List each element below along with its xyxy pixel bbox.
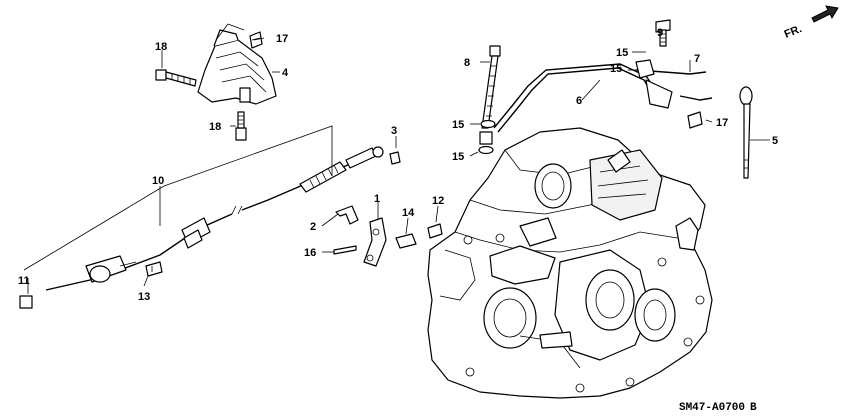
diagram-code-suffix: B — [750, 402, 757, 414]
shift-cable-10 — [19, 146, 384, 309]
callout-18-lower: 18 — [209, 121, 221, 133]
callout-9: 9 — [657, 27, 663, 39]
callout-5: 5 — [772, 135, 778, 147]
callout-2: 2 — [310, 221, 316, 233]
callout-11: 11 — [18, 275, 30, 287]
bolt-18-lower — [235, 111, 247, 141]
callout-17-right: 17 — [716, 117, 728, 129]
callout-15-pipe: 15 — [610, 63, 622, 75]
bolt-9 — [655, 19, 671, 47]
bracket-14 — [395, 233, 417, 249]
pin-16 — [333, 245, 357, 255]
callout-17-top: 17 — [276, 33, 288, 45]
cable-bracket-4 — [197, 29, 277, 105]
transmission-case — [427, 127, 713, 399]
diagram-code-text: SM47-A0700 — [679, 402, 745, 414]
lever-1 — [363, 217, 387, 267]
callout-13: 13 — [138, 291, 150, 303]
bolt-8 — [481, 45, 501, 129]
bolt-18-upper — [155, 69, 197, 87]
callout-10: 10 — [152, 175, 164, 187]
callout-12: 12 — [432, 195, 444, 207]
callout-15-low: 15 — [452, 151, 464, 163]
callout-16: 16 — [304, 247, 316, 259]
callout-18-upper: 18 — [155, 41, 167, 53]
callout-15-mid: 15 — [452, 119, 464, 131]
washers-15 — [478, 119, 496, 155]
bolt-17-right — [687, 111, 703, 129]
callout-6: 6 — [576, 95, 582, 107]
bolt-12 — [427, 223, 443, 239]
dipstick-5 — [739, 86, 753, 179]
hose-7 — [635, 59, 713, 101]
leader-lines — [23, 23, 770, 294]
callout-15-top: 15 — [616, 47, 628, 59]
diagram-code: SM47-A0700 B — [679, 402, 757, 414]
callout-3: 3 — [391, 125, 397, 137]
callout-4: 4 — [282, 67, 289, 79]
callout-1: 1 — [374, 193, 380, 205]
front-direction-arrow: FR. — [783, 5, 839, 41]
bolt-13 — [145, 261, 163, 277]
callout-7: 7 — [694, 53, 700, 65]
callout-8: 8 — [464, 57, 470, 69]
cable-end-3 — [389, 151, 401, 165]
direction-label: FR. — [783, 23, 804, 41]
callout-labels: 18 17 4 18 3 10 11 13 1 2 14 12 16 8 15 … — [18, 27, 778, 303]
clip-2 — [335, 205, 359, 225]
callout-14: 14 — [402, 207, 415, 219]
